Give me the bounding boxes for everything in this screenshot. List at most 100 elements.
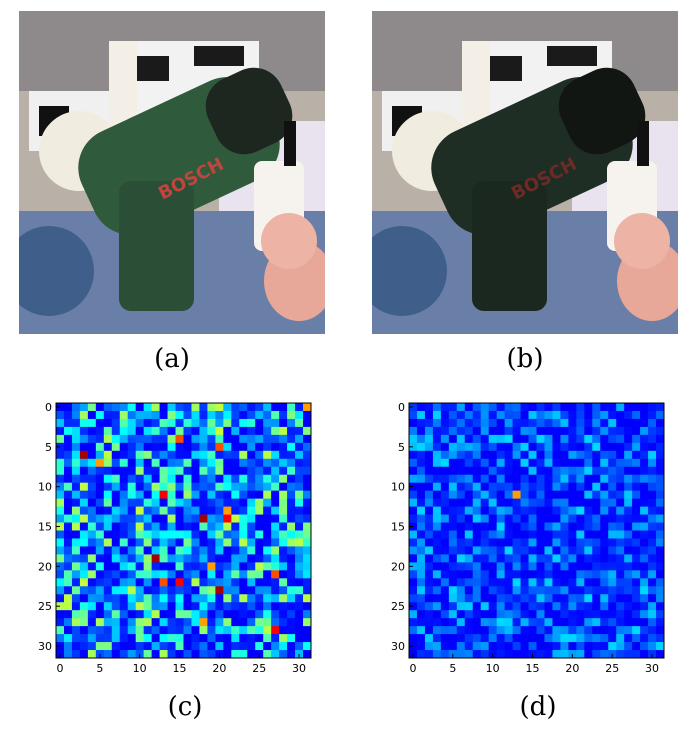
heatmap-c-cell xyxy=(271,618,280,627)
heatmap-c-cell xyxy=(143,626,153,635)
heatmap-d-cell xyxy=(632,610,641,619)
heatmap-d-cell xyxy=(528,474,537,484)
heatmap-d-cell xyxy=(608,610,617,619)
heatmap-c-cell xyxy=(215,530,224,539)
heatmap-d-cell xyxy=(440,474,450,484)
heatmap-d-cell xyxy=(552,466,561,476)
heatmap-d-cell xyxy=(536,538,545,547)
heatmap-c-cell xyxy=(159,442,168,452)
heatmap-c-cell xyxy=(303,506,312,515)
heatmap-d-cell xyxy=(592,474,601,484)
heatmap-c-cell xyxy=(231,578,240,587)
heatmap-d-cell xyxy=(472,403,482,412)
heatmap-c-cell xyxy=(127,474,137,484)
heatmap-d-cell xyxy=(512,442,521,452)
heatmap-c-cell xyxy=(231,602,240,611)
heatmap-c-cell xyxy=(239,434,248,444)
heatmap-c-cell xyxy=(56,570,65,579)
heatmap-d-cell xyxy=(640,514,649,523)
heatmap-d-cell xyxy=(632,650,641,659)
heatmap-c-cell xyxy=(135,618,145,627)
heatmap-c-cell xyxy=(175,466,184,476)
heatmap-c-cell xyxy=(247,434,256,444)
heatmap-c-cell xyxy=(95,562,105,571)
heatmap-d-cell xyxy=(520,418,529,428)
heatmap-d-cell xyxy=(432,530,442,539)
heatmap-c-cell xyxy=(103,546,113,555)
heatmap-c-cell xyxy=(56,594,65,603)
heatmap-c-cell xyxy=(135,514,145,523)
heatmap-d-frame xyxy=(408,402,665,659)
heatmap-d-cell xyxy=(632,498,641,507)
heatmap-d-cell xyxy=(584,642,593,651)
heatmap-d-cell xyxy=(656,522,665,531)
heatmap-d-cell xyxy=(576,434,585,444)
heatmap-d-cell xyxy=(584,650,593,659)
heatmap-d-cell xyxy=(480,554,490,563)
heatmap-d-cell xyxy=(424,490,434,500)
heatmap-c-cell xyxy=(191,634,200,643)
heatmap-d-cell xyxy=(656,562,665,571)
heatmap-c-cell xyxy=(279,450,288,460)
heatmap-c-cell xyxy=(183,522,192,531)
heatmap-d-cell xyxy=(448,562,458,571)
heatmap-c-cell xyxy=(71,538,81,547)
heatmap-c-cell xyxy=(127,434,137,444)
heatmap-d-cell xyxy=(632,474,641,484)
heatmap-c-cell xyxy=(287,426,296,436)
heatmap-d-cell xyxy=(560,610,569,619)
heatmap-c-cell xyxy=(175,410,184,420)
heatmap-d-cell xyxy=(608,626,617,635)
heatmap-c-cell xyxy=(207,498,216,507)
heatmap-c-cell xyxy=(63,538,73,547)
heatmap-d-x-tick-label: 0 xyxy=(409,662,416,675)
heatmap-c-cell xyxy=(231,554,240,563)
heatmap-c-cell xyxy=(119,466,129,476)
heatmap-c-cell xyxy=(151,554,160,563)
heatmap-c-cell xyxy=(151,594,160,603)
heatmap-d-cell xyxy=(512,450,521,460)
heatmap-c-cell xyxy=(263,490,272,500)
heatmap-c-cell xyxy=(63,458,73,468)
heatmap-c-cell xyxy=(239,634,248,643)
heatmap-c-cell xyxy=(239,650,248,659)
heatmap-c-cell xyxy=(231,586,240,595)
heatmap-c-cell xyxy=(119,458,129,468)
heatmap-d-cell xyxy=(552,594,561,603)
heatmap-d-cell xyxy=(456,426,466,436)
heatmap-d-cell xyxy=(624,538,633,547)
heatmap-c-cell xyxy=(199,562,208,571)
heatmap-d-cell xyxy=(456,458,466,468)
heatmap-c-cell xyxy=(223,642,232,651)
heatmap-c-cell xyxy=(231,498,240,507)
heatmap-d-cell xyxy=(600,410,609,420)
heatmap-c-cell xyxy=(239,450,248,460)
heatmap-c-cell xyxy=(119,634,129,643)
heatmap-c-cell xyxy=(223,562,232,571)
heatmap-d-cell xyxy=(488,586,498,595)
heatmap-d-cell xyxy=(640,410,649,420)
heatmap-d-cell xyxy=(440,482,450,492)
heatmap-c-cell xyxy=(191,554,200,563)
heatmap-d-cell xyxy=(624,610,633,619)
heatmap-c-cell xyxy=(215,538,224,547)
heatmap-c-cell xyxy=(295,570,304,579)
heatmap-d-cell xyxy=(512,506,521,515)
heatmap-c-cell xyxy=(271,410,280,420)
heatmap-d-cell xyxy=(409,458,418,468)
heatmap-d-cell xyxy=(648,466,657,476)
heatmap-d-cell xyxy=(560,482,569,492)
heatmap-c-cell xyxy=(127,498,137,507)
heatmap-c-cell xyxy=(199,498,208,507)
heatmap-c-cell xyxy=(263,506,272,515)
heatmap-d-cell xyxy=(624,570,633,579)
heatmap-c-cell xyxy=(255,426,264,436)
heatmap-c-cell xyxy=(199,530,208,539)
heatmap-d-cell xyxy=(544,450,553,460)
heatmap-d-cell xyxy=(504,466,513,476)
heatmap-c-cell xyxy=(63,578,73,587)
heatmap-d-cell xyxy=(448,426,458,436)
heatmap-d-cell xyxy=(616,586,625,595)
heatmap-c-cell xyxy=(191,442,200,452)
heatmap-c-cell xyxy=(215,594,224,603)
